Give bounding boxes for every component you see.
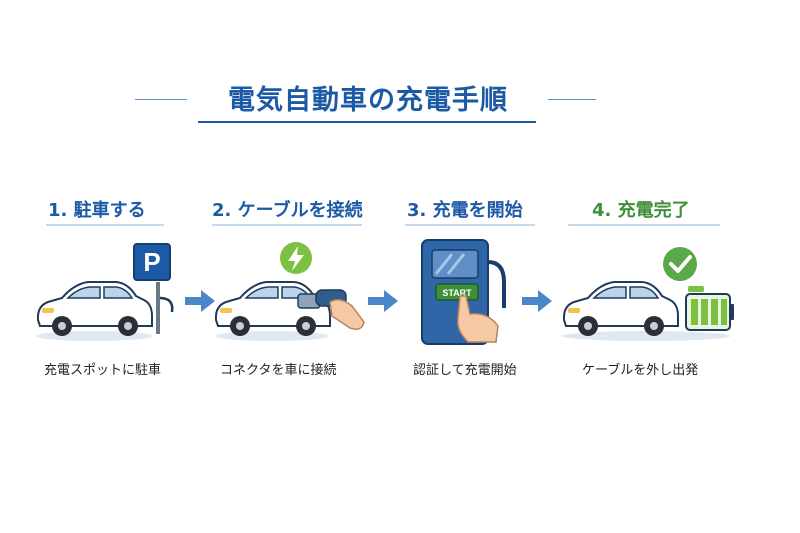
battery-icon <box>685 286 734 331</box>
step-4-underline <box>568 224 720 226</box>
start-button-label: START <box>442 288 472 298</box>
car-icon <box>562 281 679 336</box>
arrow-right-icon <box>185 290 215 312</box>
step-2-underline <box>212 224 362 226</box>
step-3-illustration: START <box>421 239 506 345</box>
step-1-heading: 1. 駐車する <box>48 196 146 222</box>
hand-icon <box>456 295 499 343</box>
step-4-illustration <box>562 247 734 341</box>
arrow-right-icon <box>522 290 552 312</box>
step-4-heading: 4. 充電完了 <box>592 196 690 222</box>
title-underline <box>198 121 536 123</box>
step-1-number: 1. <box>48 200 68 221</box>
step-1-illustration: P <box>36 243 174 341</box>
step-2-caption: コネクタを車に接続 <box>220 363 337 378</box>
step-1-caption: 充電スポットに駐車 <box>44 363 162 378</box>
hand-icon <box>329 299 365 330</box>
car-icon <box>214 281 331 336</box>
step-2-illustration <box>214 242 365 341</box>
step-3-number: 3. <box>407 200 427 221</box>
step-3-heading: 3. 充電を開始 <box>407 196 523 222</box>
title-divider-right <box>548 99 596 100</box>
step-1-label: 駐車する <box>73 200 146 221</box>
lightning-bolt-icon <box>280 242 312 274</box>
step-3-caption: 認証して充電開始 <box>413 363 517 378</box>
page-title: 電気自動車の充電手順 <box>228 85 508 116</box>
step-2-label: ケーブルを接続 <box>237 200 363 221</box>
step-3-underline <box>405 224 535 226</box>
step-3-label: 充電を開始 <box>432 200 523 221</box>
start-button[interactable]: START <box>435 283 479 301</box>
parking-sign-icon: P <box>133 243 174 334</box>
charging-connector-icon <box>297 289 347 309</box>
step-4-label: 充電完了 <box>617 200 690 221</box>
arrow-right-icon <box>368 290 398 312</box>
checkmark-icon <box>663 247 697 281</box>
step-1-underline <box>46 224 164 226</box>
title-divider-left <box>135 99 187 100</box>
step-4-caption: ケーブルを外し出発 <box>582 363 699 378</box>
step-2-number: 2. <box>212 200 232 221</box>
parking-sign-letter: P <box>143 247 160 277</box>
car-icon <box>36 281 153 336</box>
step-4-number: 4. <box>592 200 612 221</box>
title-area: 電気自動車の充電手順 <box>0 78 800 123</box>
step-2-heading: 2. ケーブルを接続 <box>212 196 363 222</box>
